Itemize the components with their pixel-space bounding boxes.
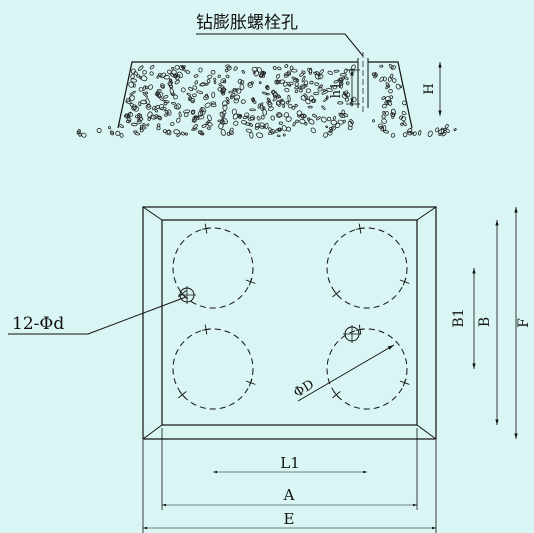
phiD-label: ΦD: [291, 377, 317, 401]
plan-view: 12-Φd ΦD B1 B F L1 A E: [8, 206, 532, 533]
holes-label: 12-Φd: [12, 314, 64, 334]
section-view: 钻膨胀螺栓孔 h1 H: [75, 13, 462, 139]
B-label: B: [477, 317, 493, 327]
E-dimension: [142, 440, 437, 533]
E-label: E: [284, 510, 295, 528]
inner-outline: [161, 219, 418, 426]
F-label: F: [516, 318, 532, 328]
A-label: A: [283, 486, 295, 504]
bolt-circle-groups: [172, 223, 410, 410]
holes-leader: [8, 296, 187, 335]
hole-title-text: 钻膨胀螺栓孔: [196, 13, 298, 33]
A-dimension: [161, 428, 418, 510]
gravel-texture: [76, 64, 457, 139]
bolt-circle: [172, 223, 256, 309]
bolt-circle: [326, 223, 410, 309]
bolt-circle: [172, 324, 256, 410]
H-dimension: [398, 61, 452, 117]
phiD-leader: [297, 344, 395, 402]
bolt-hole: [196, 33, 369, 112]
B1-label: B1: [451, 308, 467, 327]
bolt-circle: [326, 324, 410, 410]
H-label: H: [422, 83, 437, 94]
h1-label: h1: [329, 82, 344, 99]
outer-outline: [142, 206, 437, 440]
L1-label: L1: [280, 454, 300, 472]
h1-dimension: [346, 69, 360, 105]
